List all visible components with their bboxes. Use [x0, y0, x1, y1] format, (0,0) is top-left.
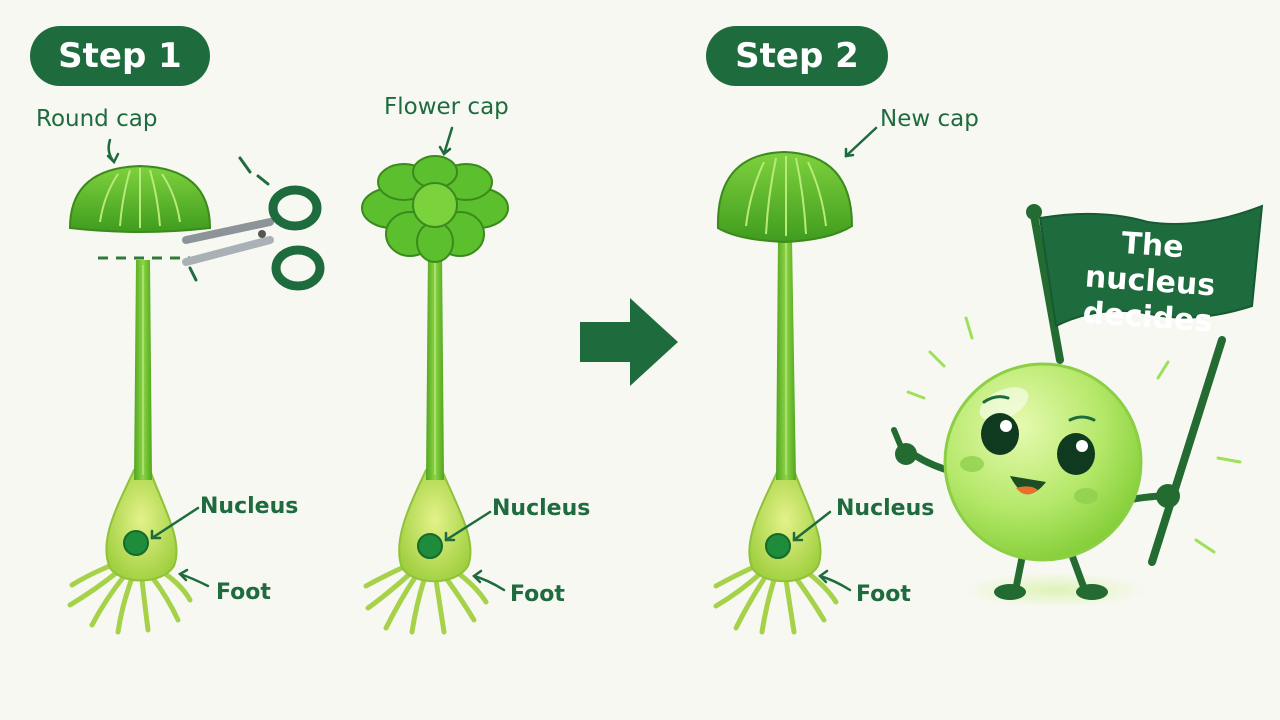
nucleus-label-panel1: Nucleus	[200, 494, 299, 519]
foot-label-panel1: Foot	[216, 580, 271, 605]
nucleus	[417, 533, 443, 559]
plant-step1-flower-cap	[361, 155, 509, 635]
sparkle-lines	[906, 316, 1242, 554]
round-cap-label: Round cap	[36, 106, 158, 132]
flag-text: The nucleus decides	[1048, 221, 1251, 342]
flag-text-line1: The nucleus	[1083, 225, 1217, 304]
nucleus-label-panel2: Nucleus	[492, 496, 591, 521]
step-1-badge: Step 1	[30, 26, 210, 86]
nucleus	[765, 533, 791, 559]
flower-cap	[361, 155, 509, 263]
label-pointers-panel1	[106, 138, 210, 588]
foot-label-panel2: Foot	[510, 582, 565, 607]
step-2-badge: Step 2	[706, 26, 888, 86]
nucleus	[123, 530, 149, 556]
step-2-label: Step 2	[735, 36, 859, 76]
new-cap	[716, 150, 854, 244]
pointer-arrow-icon	[895, 443, 917, 465]
flag-icon	[1026, 204, 1264, 566]
round-cap	[68, 164, 212, 233]
label-pointers-panel3	[792, 126, 878, 592]
foot-label-panel3: Foot	[856, 582, 911, 607]
scissors-icon	[182, 156, 325, 291]
label-pointers-panel2	[438, 126, 506, 592]
right-arrow-icon	[580, 298, 678, 386]
nucleus-label-panel3: Nucleus	[836, 496, 935, 521]
mascot-nucleus	[891, 204, 1264, 608]
new-cap-label: New cap	[880, 106, 979, 132]
flower-cap-label: Flower cap	[384, 94, 509, 120]
plant-step1-round-cap	[67, 164, 212, 635]
foot-roots	[67, 562, 193, 635]
plant-step2-new-cap	[713, 150, 854, 635]
step-1-label: Step 1	[58, 36, 182, 76]
